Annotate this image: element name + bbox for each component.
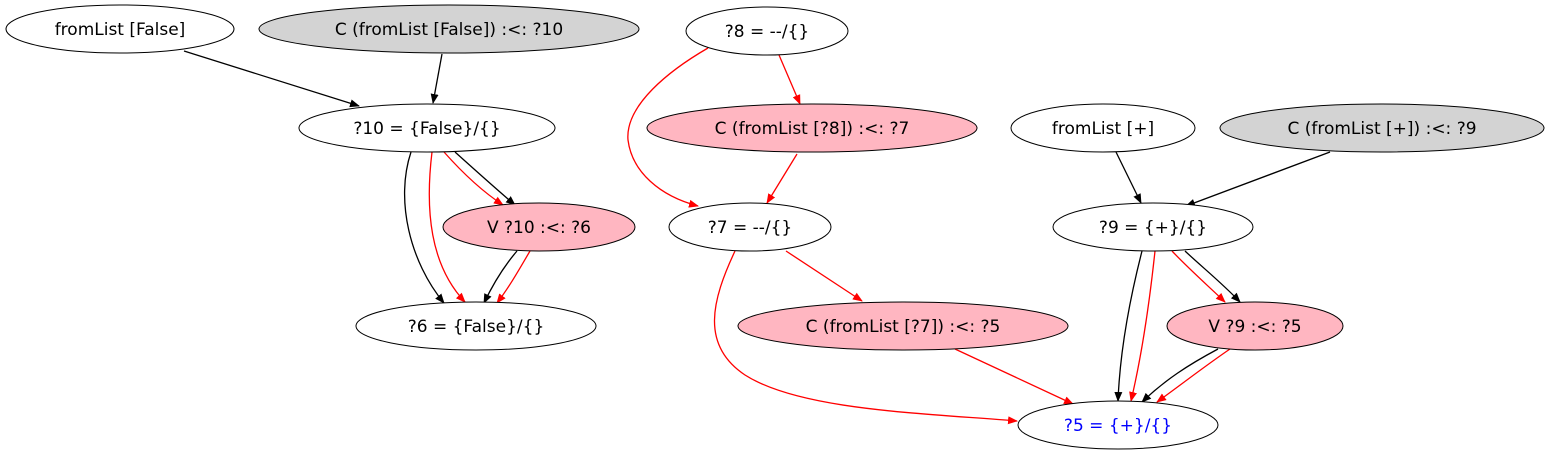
node-q10: ?10 = {False}/{} — [298, 103, 556, 153]
edge-q9-to-v_q9 — [1184, 250, 1241, 303]
edge-fromlist_false-to-q10 — [183, 50, 360, 108]
node-shape — [1010, 103, 1196, 153]
node-label: fromList [+] — [1052, 119, 1154, 139]
node-label: C (fromList [False]) :<: ?10 — [335, 20, 563, 40]
edge-v_q9-to-q5 — [1141, 348, 1219, 403]
node-v-q10: V ?10 :<: ?6 — [442, 202, 636, 252]
node-q7: ?7 = --/{} — [668, 202, 832, 252]
node-shape — [442, 202, 636, 252]
node-c-fromlist-false: C (fromList [False]) :<: ?10 — [258, 4, 640, 54]
node-shape — [5, 4, 235, 54]
node-fromlist-false: fromList [False] — [5, 4, 235, 54]
edge-v_q10-to-q6 — [483, 250, 518, 304]
node-q9: ?9 = {+}/{} — [1052, 202, 1254, 252]
node-fromlist-plus: fromList [+] — [1010, 103, 1196, 153]
node-c-q7: C (fromList [?7]) :<: ?5 — [737, 301, 1069, 351]
node-label: C (fromList [?8]) :<: ?7 — [715, 119, 910, 139]
node-q8: ?8 = --/{} — [685, 6, 849, 56]
node-shape — [737, 301, 1069, 351]
node-shape — [1052, 202, 1254, 252]
edge-q7-to-q5 — [713, 250, 1018, 425]
node-label: V ?10 :<: ?6 — [487, 218, 591, 238]
node-shape — [1017, 400, 1219, 450]
node-label: V ?9 :<: ?5 — [1208, 317, 1301, 337]
edge-c_q8-to-q7 — [766, 153, 798, 204]
node-shape — [258, 4, 640, 54]
node-c-q8: C (fromList [?8]) :<: ?7 — [646, 103, 978, 153]
node-label: C (fromList [+]) :<: ?9 — [1287, 119, 1476, 139]
node-label: fromList [False] — [55, 20, 186, 40]
edge-q10-to-v_q10 — [454, 151, 516, 206]
edge-q8-to-q7 — [627, 47, 709, 208]
node-label: ?8 = --/{} — [725, 22, 810, 42]
node-shape — [685, 6, 849, 56]
node-shape — [646, 103, 978, 153]
edge-c_fromlist_plus-to-q9 — [1185, 151, 1331, 207]
node-shape — [298, 103, 556, 153]
node-q5: ?5 = {+}/{} — [1017, 400, 1219, 450]
edge-v_q9-to-q5 — [1156, 348, 1231, 403]
edge-fromlist_plus-to-q9 — [1115, 151, 1142, 204]
edge-q9-to-q5 — [1129, 250, 1156, 402]
edge-q10-to-v_q10 — [443, 151, 504, 206]
node-label: ?10 = {False}/{} — [353, 119, 500, 139]
edge-c_q7-to-q5 — [954, 348, 1074, 405]
node-label: ?6 = {False}/{} — [408, 317, 545, 337]
node-label: ?5 = {+}/{} — [1064, 416, 1172, 436]
edges-layer — [183, 47, 1331, 425]
node-label: ?7 = --/{} — [708, 218, 793, 238]
edge-q10-to-q6 — [428, 151, 466, 303]
edge-q7-to-c_q7 — [785, 250, 863, 302]
node-shape — [1219, 103, 1545, 153]
edge-v_q10-to-q6 — [496, 250, 531, 304]
node-shape — [668, 202, 832, 252]
node-shape — [1166, 301, 1344, 351]
node-v-q9: V ?9 :<: ?5 — [1166, 301, 1344, 351]
node-label: ?9 = {+}/{} — [1099, 218, 1207, 238]
edge-q10-to-q6 — [404, 151, 445, 304]
node-shape — [355, 301, 597, 351]
edge-q9-to-q5 — [1114, 250, 1143, 402]
edge-q9-to-v_q9 — [1171, 250, 1226, 303]
nodes-layer: fromList [False] C (fromList [False]) :<:… — [5, 4, 1545, 450]
edge-q8-to-c_q8 — [778, 54, 801, 105]
node-c-fromlist-plus: C (fromList [+]) :<: ?9 — [1219, 103, 1545, 153]
edge-c_fromlist_false-to-q10 — [430, 53, 443, 104]
node-q6: ?6 = {False}/{} — [355, 301, 597, 351]
node-label: C (fromList [?7]) :<: ?5 — [806, 317, 1001, 337]
